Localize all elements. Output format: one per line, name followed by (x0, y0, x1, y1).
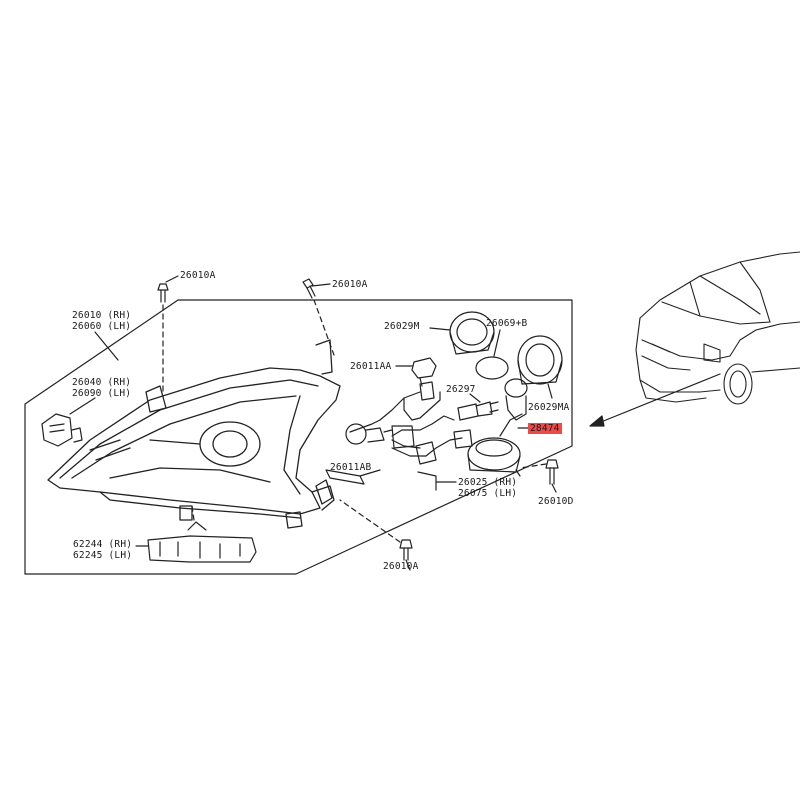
label-housing-rh: 26010 (RH) (72, 310, 132, 321)
label-side-lamp-lh: 26090 (LH) (72, 388, 132, 399)
hid-bulb-part (457, 393, 499, 421)
bolt-icon-right (519, 459, 559, 493)
label-bolt-right: 26010D (538, 496, 574, 507)
frame-outline (24, 299, 573, 575)
bolt-icon-bottom (339, 499, 413, 571)
label-ballast-highlighted: 28474 (528, 423, 562, 434)
label-bolt-top-left: 26010A (180, 270, 216, 281)
label-seal: 26069+B (486, 318, 528, 329)
car-illustration (635, 251, 800, 405)
label-bolt-top-mid: 26010A (332, 279, 368, 290)
label-bracket-lh: 62245 (LH) (73, 550, 133, 561)
headlamp-housing (47, 339, 341, 529)
label-side-lamp-rh: 26040 (RH) (72, 377, 132, 388)
label-harness-rh: 26025 (RH) (458, 477, 518, 488)
label-bracket-rh: 62244 (RH) (73, 539, 133, 550)
label-bulb-socket: 26011AA (350, 361, 392, 372)
label-harness-lh: 26075 (LH) (458, 488, 518, 499)
side-lamp-part (41, 397, 96, 447)
igniter-part (504, 378, 528, 421)
ballast-part (467, 413, 531, 477)
seal-ring (475, 329, 509, 380)
label-housing-lh: 26060 (LH) (72, 321, 132, 332)
wiring-harness (325, 381, 473, 485)
leader-harness (417, 471, 437, 491)
bracket-part (135, 505, 257, 563)
label-bolt-bottom: 26010A (383, 561, 419, 572)
bolt-icon-top-left (157, 275, 179, 396)
label-cap-right: 26029MA (528, 402, 570, 413)
label-bulb: 26011AB (330, 462, 372, 473)
bulb-socket-part (395, 357, 437, 387)
label-cap-left: 26029M (384, 321, 420, 332)
dust-cap-right (517, 335, 563, 399)
label-hid-bulb: 26297 (446, 384, 476, 395)
dust-cap-left (429, 311, 495, 355)
direction-arrow (589, 373, 721, 427)
leader-housing (94, 331, 119, 361)
